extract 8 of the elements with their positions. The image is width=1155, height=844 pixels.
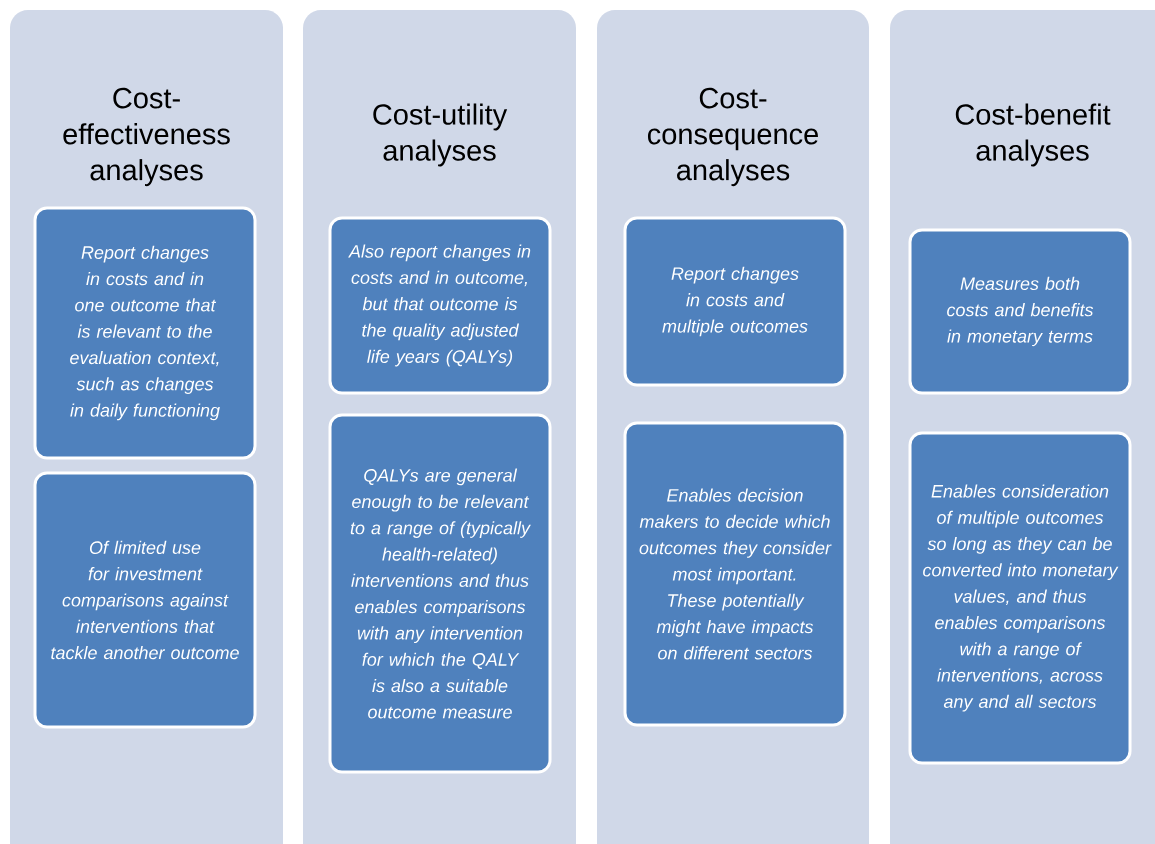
text-box: Report changes in costs and in one outcome that is relevant to the evaluation context, such as changes in daily functioning — [33, 206, 257, 460]
text-box: Of limited use for investment comparisons against interventions that tackle another outcome — [33, 471, 257, 729]
text-box: QALYs are general enough to be relevant to a range of (typically health-related) interventions and thus enables comparisons with any intervention for which the QALY is also a suitable outcome measure — [328, 413, 552, 774]
text-box: Enables decision makers to decide which outcomes they consider most important. These potentially might have impacts on different sectors — [623, 421, 847, 727]
text-box: Measures both costs and benefits in monetary terms — [908, 228, 1132, 395]
text-box: Also report changes in costs and in outcome, but that outcome is the quality adjusted life years (QALYs) — [328, 216, 552, 395]
text-box: Enables consideration of multiple outcomes so long as they can be converted into monetary values, and thus enables comparisons with a range of interventions, across any and all sectors — [908, 431, 1132, 765]
text-box: Report changes in costs and multiple outcomes — [623, 216, 847, 387]
